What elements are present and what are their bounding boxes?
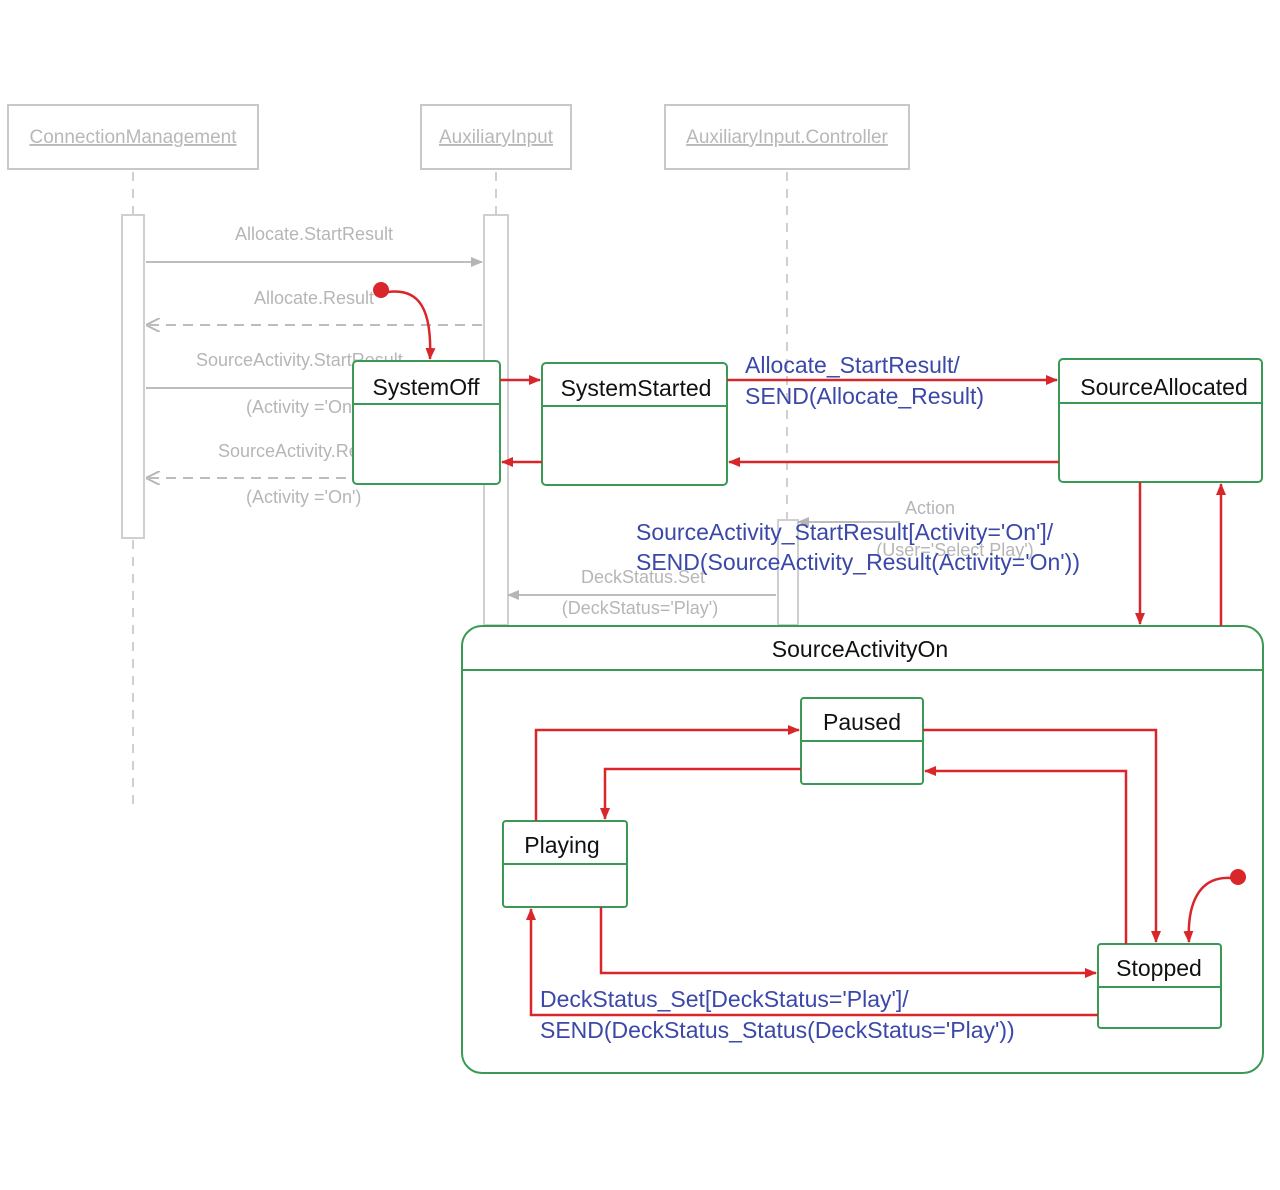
state-name: SourceActivityOn [772, 636, 948, 662]
lifeline-label: AuxiliaryInput.Controller [686, 127, 888, 148]
transition-label: SEND(Allocate_Result) [745, 383, 984, 409]
message-label: SourceActivity.StartResult [196, 350, 403, 370]
transition-arrow [526, 908, 1098, 1017]
message-label: Allocate.Result [254, 288, 374, 308]
transition-label: DeckStatus_Set[DeckStatus='Play']/ [540, 986, 909, 1012]
state-system-off[interactable]: SystemOff [352, 360, 501, 485]
state-name: SystemStarted [561, 375, 712, 401]
message-label: DeckStatus.Set [581, 567, 705, 587]
transition-label: SourceActivity_StartResult[Activity='On'… [636, 519, 1054, 545]
transition-arrow [534, 725, 800, 821]
transition-arrow [600, 767, 801, 820]
transition-arrow [923, 728, 1161, 943]
message-label: (Activity ='On') [246, 487, 361, 507]
state-system-started[interactable]: SystemStarted [541, 362, 728, 486]
state-source-activity-on[interactable]: SourceActivityOn [461, 625, 1264, 1074]
initial-state-dot [373, 282, 389, 298]
state-name: Stopped [1116, 955, 1202, 981]
state-stopped[interactable]: Stopped [1097, 943, 1222, 1029]
lifeline-auxiliary-input: AuxiliaryInput [420, 104, 572, 170]
state-name: Playing [524, 832, 599, 858]
message-label: (DeckStatus='Play') [562, 598, 718, 618]
message-label: Action [905, 498, 955, 518]
lifeline-connection-management: ConnectionManagement [7, 104, 259, 170]
state-name: SourceAllocated [1080, 374, 1248, 400]
state-name: SystemOff [373, 374, 481, 400]
transition-arrow [599, 907, 1097, 978]
initial-transition-arrow [387, 290, 436, 360]
transition-arrow [924, 766, 1128, 944]
state-playing[interactable]: Playing [502, 820, 628, 908]
transition-label: SEND(DeckStatus_Status(DeckStatus='Play'… [540, 1017, 1015, 1043]
message-label: SourceActivity.Result [218, 441, 387, 461]
message-label: (Activity ='On') [246, 397, 361, 417]
initial-transition-arrow [1183, 876, 1232, 943]
lifeline-label: ConnectionManagement [29, 127, 237, 148]
lifeline-auxiliary-input-controller: AuxiliaryInput.Controller [664, 104, 910, 170]
initial-state-dot [1230, 869, 1246, 885]
lifeline-label: AuxiliaryInput [439, 127, 554, 148]
state-source-allocated[interactable]: SourceAllocated [1058, 358, 1263, 483]
message-label: (User='Select Play') [876, 540, 1033, 560]
activation-bar [121, 214, 145, 539]
message-label: Allocate.StartResult [235, 224, 393, 244]
transition-label: SEND(SourceActivity_Result(Activity='On'… [636, 549, 1080, 575]
state-paused[interactable]: Paused [800, 697, 924, 785]
state-machine-layer: SourceActivityOn SystemOff SystemStarted… [352, 282, 1264, 1074]
state-name: Paused [823, 709, 901, 735]
transition-label: Allocate_StartResult/ [745, 352, 960, 378]
